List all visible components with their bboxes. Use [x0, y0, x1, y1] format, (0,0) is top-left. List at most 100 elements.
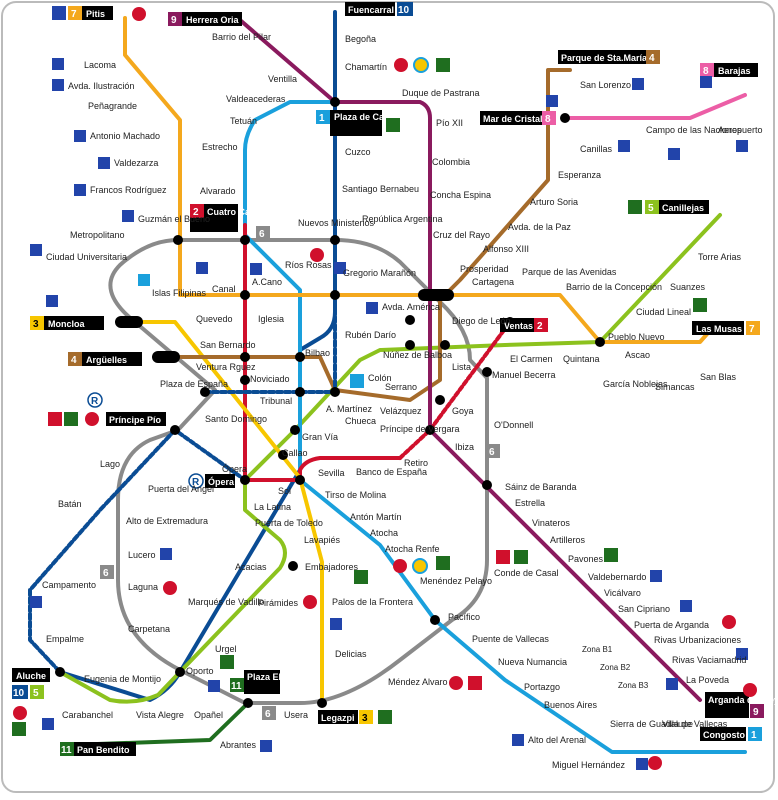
station-batan[interactable]: Batán: [58, 499, 82, 509]
station-colombia[interactable]: Colombia: [432, 157, 470, 167]
station-quevedo[interactable]: Quevedo: [196, 314, 233, 324]
interchange-alonso-martinez[interactable]: [330, 387, 340, 397]
station-a-cano[interactable]: A.Cano: [252, 277, 282, 287]
terminal-opera-bg[interactable]: [205, 474, 235, 488]
station-lago[interactable]: Lago: [100, 459, 120, 469]
station-pueblo-nuevo[interactable]: Pueblo Nuevo: [608, 332, 665, 342]
station-carabanchel[interactable]: Carabanchel: [62, 710, 113, 720]
interchange-oporto[interactable]: [175, 667, 185, 677]
station-eugenia-montijo[interactable]: Eugenia de Montijo: [84, 674, 161, 684]
interchange-plaza-castilla[interactable]: [330, 97, 340, 107]
station-san-blas[interactable]: San Blas: [700, 372, 737, 382]
station-alvarado[interactable]: Alvarado: [200, 186, 236, 196]
station-urgel[interactable]: Urgel: [215, 644, 237, 654]
station-laguna[interactable]: Laguna: [128, 582, 158, 592]
station-rivas-vaciamadrid[interactable]: Rivas Vaciamadrid: [672, 655, 746, 665]
interchange-moncloa[interactable]: [115, 316, 143, 328]
station-valdeacederas[interactable]: Valdeacederas: [226, 94, 286, 104]
terminal-parque-sta-maria-bg[interactable]: [558, 50, 646, 64]
station-islas-filipinas[interactable]: Islas Filipinas: [152, 288, 207, 298]
station-pacifico[interactable]: Pacífico: [448, 612, 480, 622]
station-anton-martin[interactable]: Antón Martín: [350, 512, 402, 522]
terminal-arguelles-bg[interactable]: [82, 352, 142, 366]
station-san-bernardo[interactable]: San Bernardo: [200, 340, 256, 350]
station-garcia-noblejas[interactable]: García Noblejas: [603, 379, 668, 389]
station-opanel[interactable]: Opañel: [194, 710, 223, 720]
interchange-avda-america-bar[interactable]: [418, 289, 454, 301]
interchange-embajadores[interactable]: [288, 561, 298, 571]
station-marques-vadillo[interactable]: Marqués de Vadillo: [188, 597, 264, 607]
station-piramides[interactable]: Pirámides: [258, 598, 299, 608]
station-valdebernardo[interactable]: Valdebernardo: [588, 572, 646, 582]
station-sevilla[interactable]: Sevilla: [318, 468, 345, 478]
terminal-plaza-eliptica-bg[interactable]: [244, 670, 280, 694]
interchange-sol[interactable]: [295, 475, 305, 485]
terminal-arganda-bg[interactable]: [705, 692, 749, 718]
interchange-opera[interactable]: [240, 475, 250, 485]
station-atocha-renfe[interactable]: Atocha Renfe: [385, 544, 440, 554]
station-barrio-pilar[interactable]: Barrio del Pilar: [212, 32, 271, 42]
station-puente-vallecas[interactable]: Puente de Vallecas: [472, 634, 549, 644]
station-avda-america[interactable]: Avda. América: [382, 302, 440, 312]
station-delicias[interactable]: Delicias: [335, 649, 367, 659]
station-acacias[interactable]: Acacias: [235, 562, 267, 572]
station-ibiza[interactable]: Ibiza: [455, 442, 474, 452]
station-usera[interactable]: Usera: [284, 710, 308, 720]
interchange-nunez-balboa[interactable]: [405, 340, 415, 350]
station-abrantes[interactable]: Abrantes: [220, 740, 257, 750]
station-cartagena[interactable]: Cartagena: [472, 277, 514, 287]
station-nueva-numancia[interactable]: Nueva Numancia: [498, 657, 567, 667]
station-campo-naciones[interactable]: Campo de las Naciones: [646, 125, 742, 135]
station-puerta-toledo[interactable]: Puerta de Toledo: [255, 518, 323, 528]
station-ventilla[interactable]: Ventilla: [268, 74, 297, 84]
station-parque-avenidas[interactable]: Parque de las Avenidas: [522, 267, 617, 277]
terminal-aluche-bg[interactable]: [12, 668, 50, 682]
station-lavapies[interactable]: Lavapiés: [304, 535, 341, 545]
interchange-plaza-eliptica[interactable]: [243, 698, 253, 708]
station-ciudad-universitaria[interactable]: Ciudad Universitaria: [46, 252, 127, 262]
station-republica-argentina[interactable]: República Argentina: [362, 214, 443, 224]
station-oporto[interactable]: Oporto: [186, 666, 214, 676]
interchange-pueblo-nuevo[interactable]: [595, 337, 605, 347]
terminal-ventas-bg[interactable]: [500, 318, 534, 332]
station-villa-vallecas[interactable]: Villa de Vallecas: [662, 719, 728, 729]
station-lista[interactable]: Lista: [452, 362, 471, 372]
station-avda-ilustracion[interactable]: Avda. Ilustración: [68, 81, 134, 91]
interchange-nuevos-ministerios[interactable]: [330, 235, 340, 245]
station-nuevos-ministerios[interactable]: Nuevos Ministerios: [298, 218, 375, 228]
station-antonio-machado[interactable]: Antonio Machado: [90, 131, 160, 141]
station-miguel-hernandez[interactable]: Miguel Hernández: [552, 760, 626, 770]
station-gran-via[interactable]: Gran Vía: [302, 432, 338, 442]
station-ascao[interactable]: Ascao: [625, 350, 650, 360]
interchange-san-bernardo[interactable]: [240, 352, 250, 362]
interchange-principe-pio[interactable]: [170, 425, 180, 435]
station-manuel-becerra[interactable]: Manuel Becerra: [492, 370, 556, 380]
interchange-sainz-baranda[interactable]: [482, 480, 492, 490]
station-tetuan[interactable]: Tetuán: [230, 116, 257, 126]
station-alfonso-xiii[interactable]: Alfonso XIII: [483, 244, 529, 254]
station-canillas[interactable]: Canillas: [580, 144, 613, 154]
station-retiro[interactable]: Retiro: [404, 458, 428, 468]
station-tirso-molina[interactable]: Tirso de Molina: [325, 490, 386, 500]
terminal-canillejas-bg[interactable]: [659, 200, 709, 214]
terminal-fuencarral-bg[interactable]: [345, 2, 395, 16]
interchange-guzman[interactable]: [173, 235, 183, 245]
station-lucero[interactable]: Lucero: [128, 550, 156, 560]
station-pavones[interactable]: Pavones: [568, 554, 604, 564]
station-vista-alegre[interactable]: Vista Alegre: [136, 710, 184, 720]
station-chamartin[interactable]: Chamartín: [345, 62, 387, 72]
interchange-bilbao[interactable]: [295, 352, 305, 362]
interchange-noviciado[interactable]: [240, 375, 250, 385]
station-penagrande[interactable]: Peñagrande: [88, 101, 137, 111]
station-el-carmen[interactable]: El Carmen: [510, 354, 553, 364]
station-ventura-rguez[interactable]: Ventura Rguez: [196, 362, 256, 372]
station-lacoma[interactable]: Lacoma: [84, 60, 116, 70]
station-guzman[interactable]: Guzmán el Bueno: [138, 214, 210, 224]
station-tribunal[interactable]: Tribunal: [260, 396, 292, 406]
terminal-principe-pio-bg[interactable]: [106, 412, 166, 426]
interchange-plaza-espana[interactable]: [200, 387, 210, 397]
interchange-callao[interactable]: [278, 450, 288, 460]
terminal-legazpi-bg[interactable]: [318, 710, 358, 724]
station-rivas-urbanizaciones[interactable]: Rivas Urbanizaciones: [654, 635, 742, 645]
station-goya[interactable]: Goya: [452, 406, 474, 416]
